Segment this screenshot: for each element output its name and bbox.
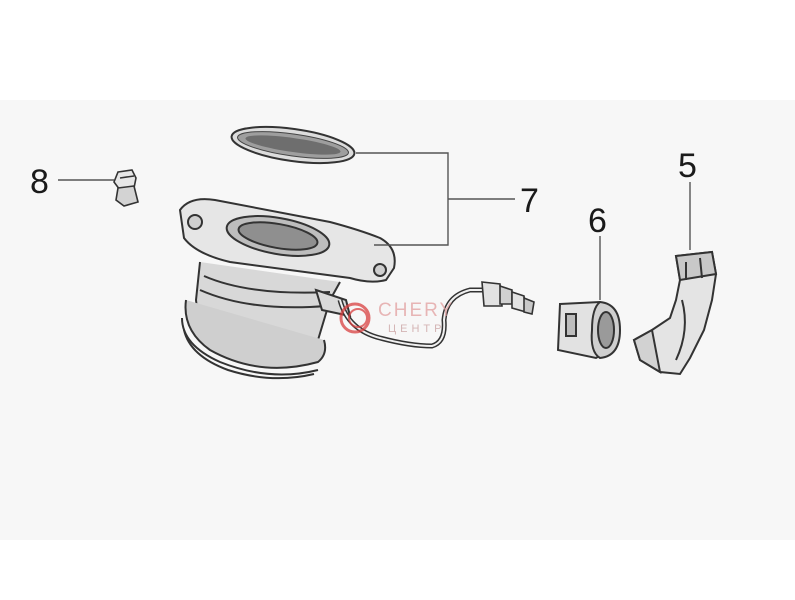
leader-lines-7 bbox=[356, 152, 515, 246]
part-7-gasket bbox=[230, 125, 356, 165]
part-8-bolt bbox=[113, 169, 139, 207]
watermark-brand-top: CHERY bbox=[378, 300, 454, 321]
callout-5: 5 bbox=[678, 147, 697, 185]
part-7-release-bearing-body bbox=[178, 198, 396, 380]
line-fitting bbox=[481, 281, 535, 315]
watermark-brand-bottom: ЦЕНТР bbox=[388, 323, 445, 335]
callout-6: 6 bbox=[588, 202, 607, 240]
watermark-logo: CHERY ЦЕНТР bbox=[339, 300, 454, 335]
callout-8: 8 bbox=[30, 163, 49, 201]
part-5-elbow-connector bbox=[632, 250, 718, 376]
watermark-circle-icon bbox=[339, 302, 371, 334]
part-6-adapter bbox=[556, 300, 622, 360]
hydraulic-line-inner bbox=[339, 289, 486, 348]
callout-7: 7 bbox=[520, 182, 539, 220]
